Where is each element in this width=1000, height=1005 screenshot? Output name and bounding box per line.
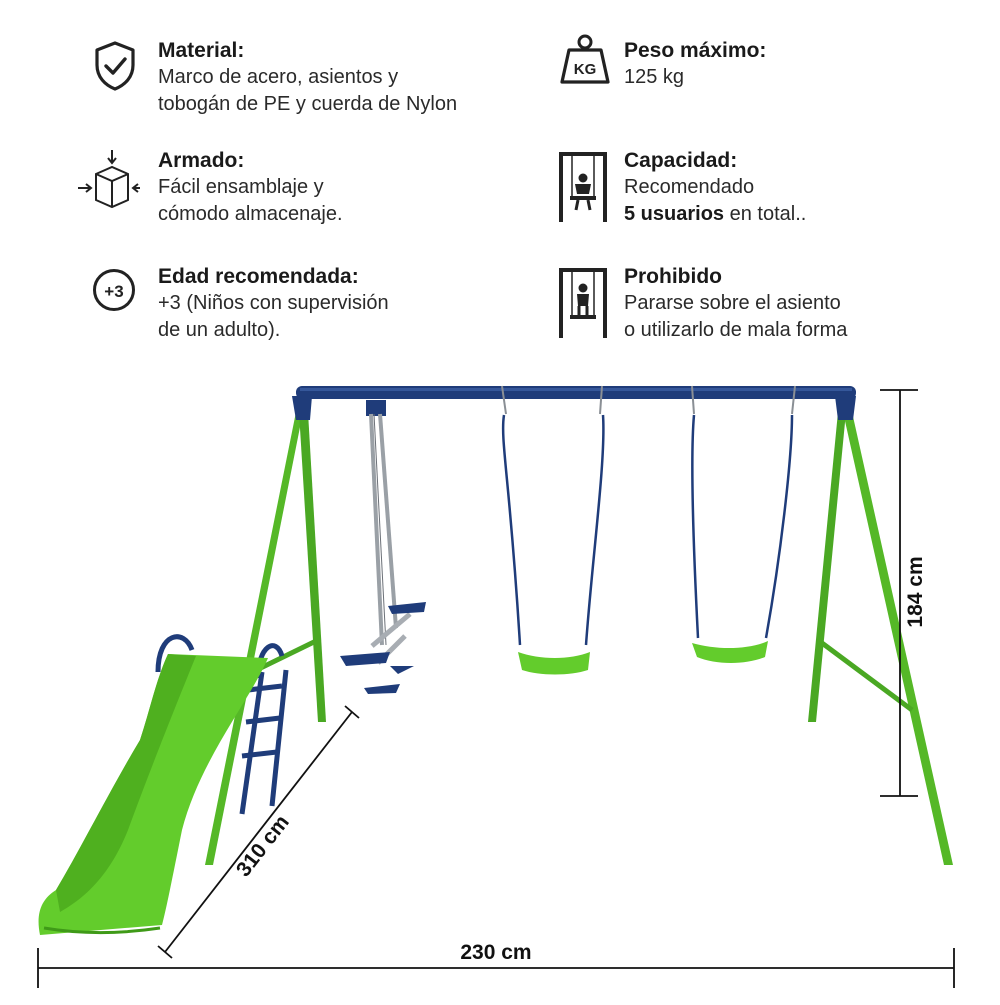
peso-line-1: 125 kg [624, 66, 685, 88]
armado-line-1: Fácil ensamblaje y [158, 176, 324, 198]
capacidad-title: Capacidad: [624, 149, 738, 172]
left-frame-connector [292, 396, 312, 420]
swing-seat-1 [501, 385, 605, 675]
left-a-frame [205, 412, 326, 865]
shield-check-icon [92, 38, 152, 98]
age-plus3-icon: +3 [92, 264, 152, 324]
depth-label: 310 cm [232, 811, 294, 881]
material-line-2: tobogán de PE y cuerda de Nylon [158, 93, 458, 115]
slide [38, 654, 268, 935]
armado-line-2: cómodo almacenaje. [158, 203, 343, 225]
prohibido-line-1: Pararse sobre el asiento [624, 292, 841, 314]
edad-title: Edad recomendada: [158, 265, 359, 288]
glider-seat [340, 400, 426, 694]
slide-ladder [155, 634, 289, 815]
kg-weight-icon: KG [558, 34, 618, 98]
material-line-1: Marco de acero, asientos y [158, 66, 399, 88]
kg-icon-text: KG [574, 61, 597, 78]
swing-seat-2 [691, 385, 796, 663]
age-icon-text: +3 [104, 282, 123, 301]
standing-swing-icon [558, 264, 618, 338]
height-label: 184 cm [904, 556, 927, 627]
right-a-frame [808, 412, 953, 865]
capacidad-line-1: Recomendado [624, 176, 755, 198]
right-frame-connector [835, 396, 856, 420]
assembly-box-icon [78, 148, 152, 209]
peso-title: Peso máximo: [624, 39, 767, 62]
edad-line-1: +3 (Niños con supervisión [158, 292, 389, 314]
top-beam [296, 386, 856, 399]
swing-set-illustration: 310 cm [0, 360, 1000, 1000]
width-dimension: 230 cm [37, 941, 955, 988]
capacidad-line-2-rest: en total.. [724, 203, 807, 225]
prohibido-title: Prohibido [624, 265, 722, 288]
edad-line-2: de un adulto). [158, 319, 281, 341]
material-title: Material: [158, 39, 245, 62]
prohibido-line-2: o utilizarlo de mala forma [624, 319, 848, 341]
width-label: 230 cm [460, 941, 531, 964]
capacidad-users-count: 5 usuarios [624, 203, 725, 225]
capacidad-line-2: 5 usuarios en total.. [624, 201, 1000, 228]
armado-title: Armado: [158, 149, 245, 172]
child-swing-icon [558, 148, 618, 222]
height-dimension: 184 cm [880, 389, 927, 797]
